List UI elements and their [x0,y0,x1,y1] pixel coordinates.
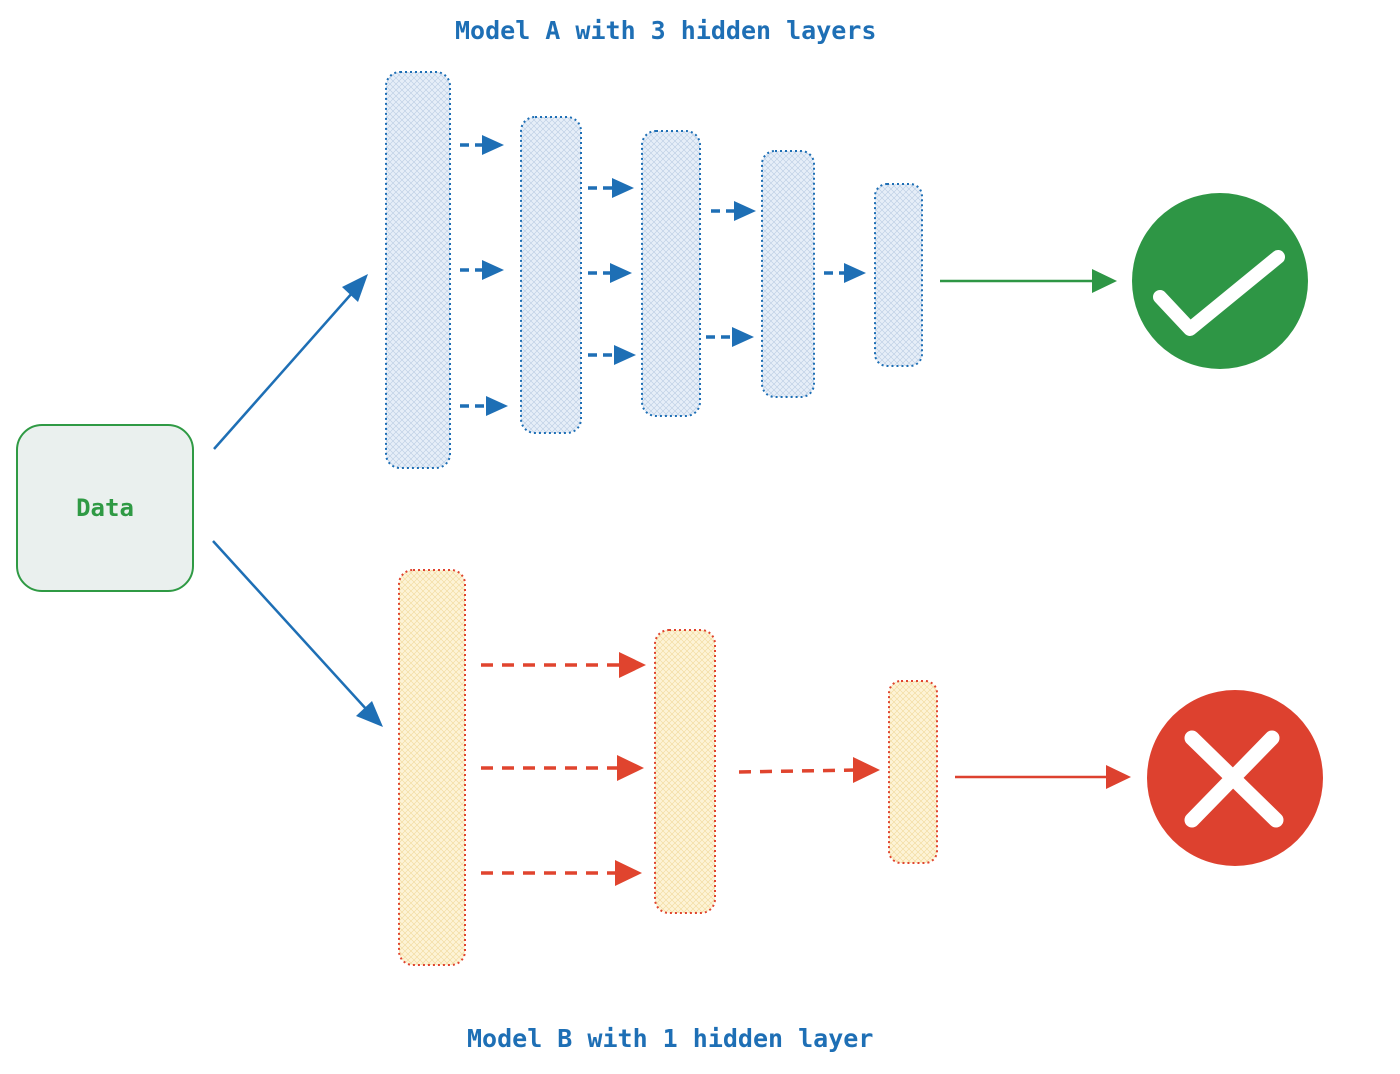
data-node-label: Data [76,494,134,522]
model-a-network [385,71,923,469]
model-a-arrowheads [482,135,866,416]
model-a-title: Model A with 3 hidden layers [455,16,877,45]
cross-icon [1147,690,1323,866]
model-a-layer-2 [520,116,582,434]
model-a-layer-5 [874,183,923,367]
model-b-layer-2 [654,629,716,914]
model-b-layer-3 [888,680,938,864]
data-node: Data [16,424,194,592]
model-b-dashed-arrow [481,663,857,875]
data-to-model-a-arrow [213,274,368,450]
data-to-model-b-arrow [212,540,383,727]
model-b-output-arrow [955,765,1131,789]
model-a-output-arrow [940,269,1117,293]
model-b-network [398,569,938,966]
model-a-layer-4 [761,150,815,398]
model-b-arrowheads [615,652,880,886]
checkmark-icon [1132,193,1308,369]
model-b-layer-1 [398,569,466,966]
model-a-dashed-arrow [460,143,846,408]
model-a-layer-3 [641,130,701,417]
model-a-layer-1 [385,71,451,469]
model-b-title: Model B with 1 hidden layer [467,1024,874,1053]
